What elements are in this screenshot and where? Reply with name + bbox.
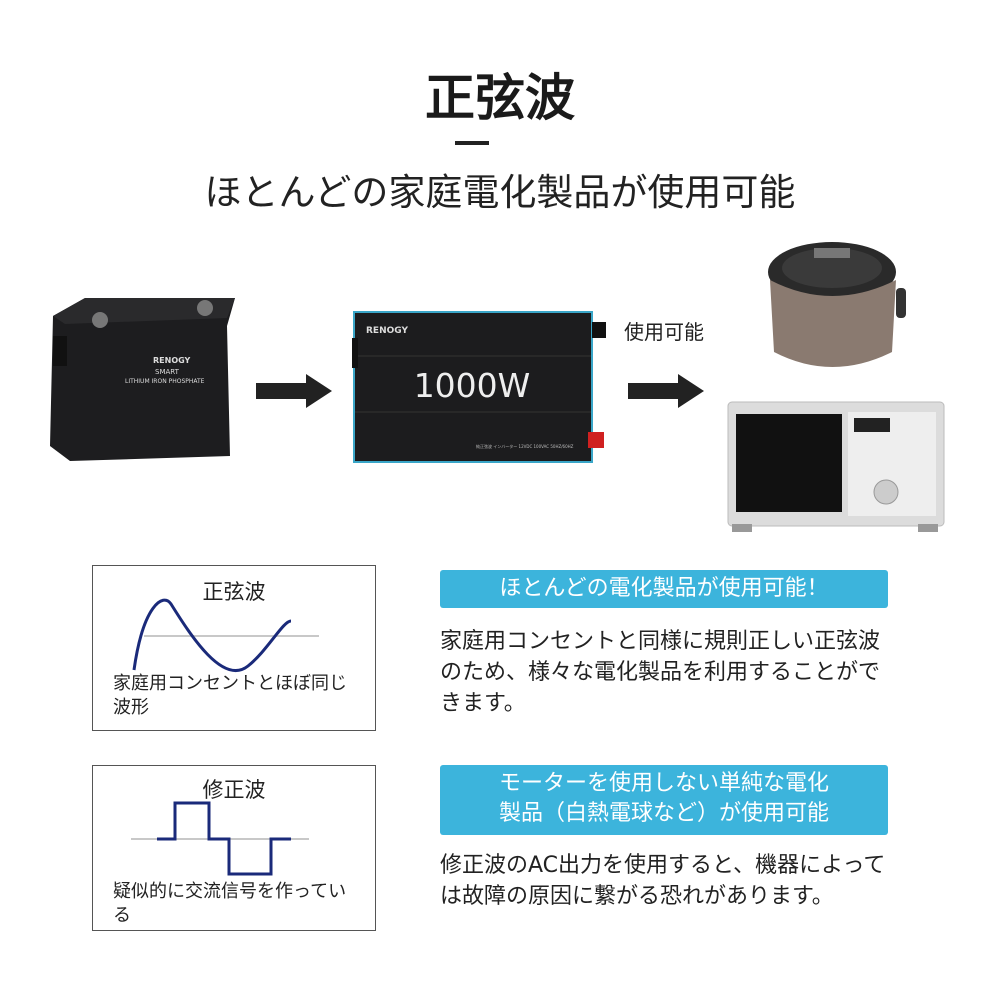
battery-label-2: LITHIUM IRON PHOSPHATE <box>125 378 205 385</box>
inverter-power-label: 1000W <box>413 366 531 405</box>
modified-wave-graph <box>131 801 309 876</box>
arrow-right-icon <box>628 374 704 408</box>
inverter-image: RENOGY 1000W 純正弦波 インバーター 12VDC 100VAC 50… <box>350 308 608 466</box>
sine-box-title: 正弦波 <box>202 580 266 604</box>
modified-box-caption: 疑似的に交流信号を作っている <box>113 881 347 926</box>
page-subtitle: ほとんどの家庭電化製品が使用可能 <box>204 171 796 214</box>
rice-cooker-image <box>768 242 906 367</box>
sine-banner: ほとんどの電化製品が使用可能！ <box>440 570 888 608</box>
battery-brand: RENOGY <box>153 356 191 365</box>
battery-image: RENOGY SMART LITHIUM IRON PHOSPHATE <box>45 296 240 462</box>
microwave-image <box>727 401 945 532</box>
sine-wave-box: 正弦波 家庭用コンセントとほぼ同じ波形 <box>92 565 376 731</box>
inverter-brand: RENOGY <box>366 326 408 336</box>
sine-box-caption: 家庭用コンセントとほぼ同じ波形 <box>113 673 347 718</box>
modified-wave-box: 修正波 疑似的に交流信号を作っている <box>92 765 376 931</box>
battery-label-1: SMART <box>155 368 179 376</box>
inverter-spec: 純正弦波 インバーター 12VDC 100VAC 50HZ/60HZ <box>476 444 574 449</box>
modified-description: 修正波のAC出力を使用すると、機器によっては故障の原因に繋がる恐れがあります。 <box>440 853 886 909</box>
modified-banner: モーターを使用しない単純な電化 製品（白熱電球など）が使用可能 <box>440 765 888 835</box>
usable-label: 使用可能 <box>624 320 704 344</box>
sine-wave-graph <box>132 598 319 673</box>
arrow-right-icon <box>256 374 332 408</box>
modified-box-title: 修正波 <box>202 778 266 802</box>
modified-banner-line2: 製品（白熱電球など）が使用可能 <box>498 801 829 826</box>
page-title: 正弦波 <box>425 69 575 127</box>
title-divider <box>455 141 489 145</box>
sine-description: 家庭用コンセントと同様に規則正しい正弦波のため、様々な電化製品を利用することがで… <box>440 629 881 716</box>
modified-banner-line1: モーターを使用しない単純な電化 <box>498 771 829 796</box>
